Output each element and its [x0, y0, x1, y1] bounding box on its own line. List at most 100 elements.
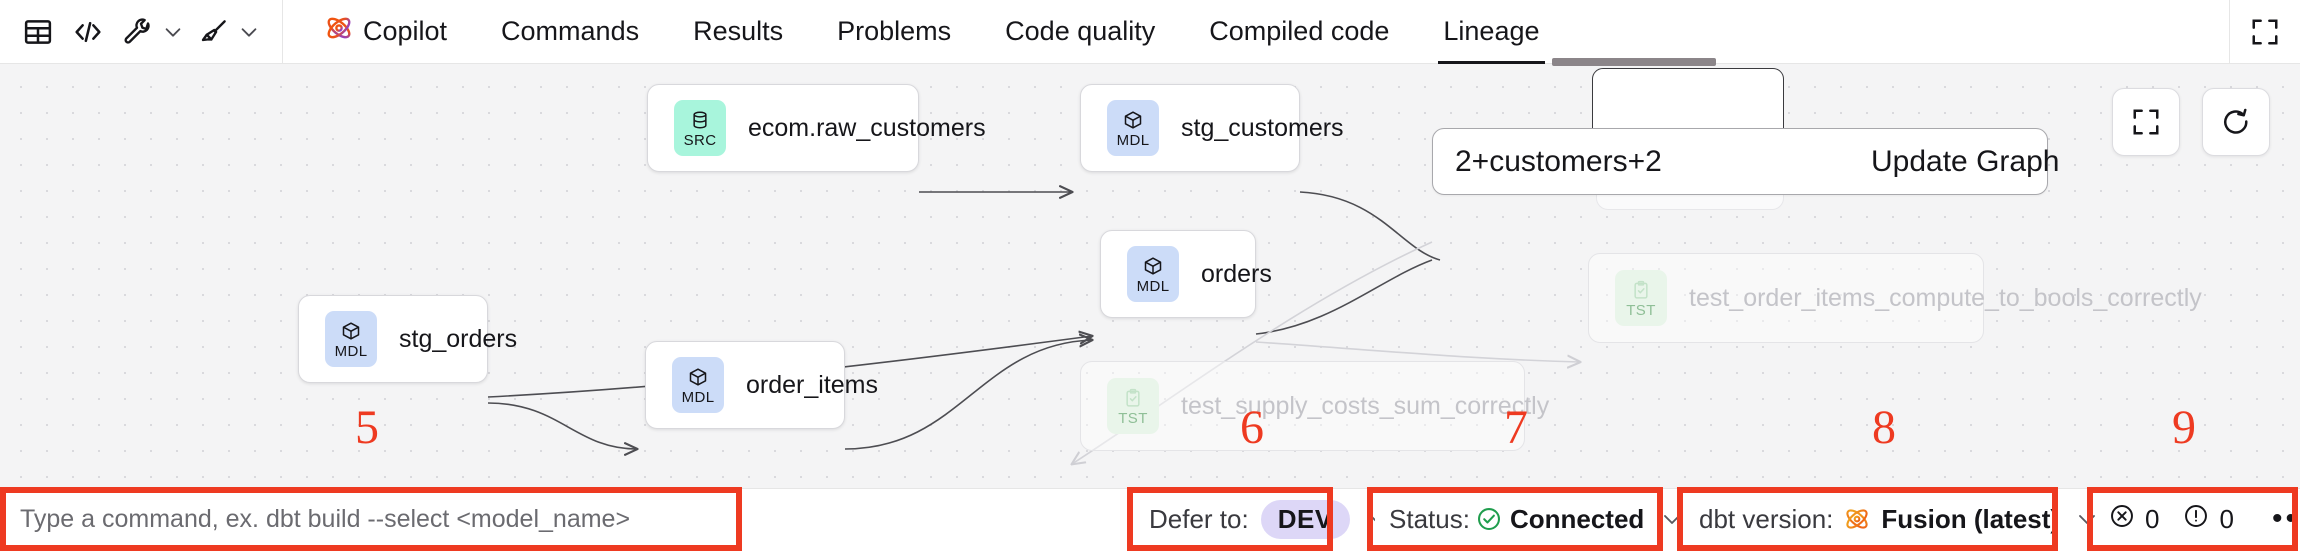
annotation-number-6: 6 [1240, 401, 1264, 454]
lineage-node-stg-orders[interactable]: MDL stg_orders [298, 295, 517, 383]
defer-to-inner: Defer to: DEV [1135, 494, 1404, 544]
defer-to-control[interactable]: Defer to: DEV [1135, 494, 1386, 544]
table-view-icon[interactable] [14, 8, 62, 56]
node-label: stg_customers [1181, 113, 1344, 142]
node-type-badge-src: SRC [674, 100, 726, 156]
lineage-edges [487, 64, 2300, 488]
wrench-icon[interactable] [114, 8, 162, 56]
annotation-number-7: 7 [1504, 401, 1528, 454]
node-type-label: MDL [1116, 132, 1150, 149]
tab-label: Commands [501, 16, 640, 46]
node-label: order_items [746, 370, 878, 399]
node-type-badge-mdl: MDL [325, 311, 377, 367]
toolbar-divider [282, 0, 283, 64]
dbt-version-inner: dbt version: Fusion (latest) [1685, 494, 2113, 544]
overlay-drag-handle[interactable] [1552, 58, 1716, 66]
tab-compiled-code[interactable]: Compiled code [1182, 0, 1416, 64]
node-type-label: TST [1626, 302, 1656, 319]
diagnostics-inner: 0 0 ••• [2095, 494, 2300, 544]
connection-status-control[interactable]: Status: Connected [1375, 494, 1681, 544]
lineage-node-stg-customers[interactable]: MDL stg_customers [1080, 84, 1344, 172]
warning-count: 0 [2219, 503, 2234, 534]
cube-icon [1123, 108, 1143, 132]
tab-label: Compiled code [1209, 16, 1390, 46]
dbt-version-label: dbt version: [1699, 503, 1834, 534]
tab-label: Copilot [363, 16, 448, 46]
tab-label: Problems [837, 16, 952, 46]
tab-label: Results [693, 16, 784, 46]
top-toolbar: Copilot Commands Results Problems Code q… [0, 0, 2300, 64]
tab-copilot[interactable]: Copilot [297, 0, 474, 64]
node-type-label: SRC [683, 132, 717, 149]
node-type-badge-mdl: MDL [1107, 100, 1159, 156]
node-label: stg_orders [399, 324, 518, 353]
node-label: test_supply_costs_sum_correctly [1181, 391, 1550, 420]
tab-commands[interactable]: Commands [474, 0, 666, 64]
command-input-wrapper [8, 494, 734, 544]
dbt-version-control[interactable]: dbt version: Fusion (latest) [1685, 494, 2096, 544]
tab-results[interactable]: Results [666, 0, 810, 64]
status-value: Connected [1509, 503, 1645, 534]
clipboard-check-icon [1123, 386, 1143, 410]
warning-count-group[interactable]: 0 [2183, 503, 2234, 536]
status-chevron-down-icon[interactable] [1660, 507, 1684, 531]
node-label: ecom.raw_customers [748, 113, 986, 142]
warning-circle-icon [2183, 503, 2209, 536]
editor-tool-icons [0, 0, 264, 64]
node-type-label: MDL [681, 389, 715, 406]
more-options-icon[interactable]: ••• [2271, 502, 2300, 535]
node-type-badge-mdl: MDL [672, 357, 724, 413]
toolbar-right-divider [2229, 0, 2230, 64]
copilot-atom-icon [324, 13, 354, 50]
node-type-label: MDL [1136, 278, 1170, 295]
lineage-node-order-items[interactable]: MDL order_items [645, 341, 878, 429]
update-graph-button[interactable]: Update Graph [1871, 144, 2060, 178]
cube-icon [1143, 254, 1163, 278]
node-type-badge-tst: TST [1615, 270, 1667, 326]
defer-to-label: Defer to: [1149, 503, 1249, 534]
code-icon[interactable] [64, 8, 112, 56]
tab-problems[interactable]: Problems [810, 0, 978, 64]
dbt-version-value: Fusion (latest) [1881, 503, 2060, 534]
tab-code-quality[interactable]: Code quality [978, 0, 1182, 64]
dbt-fusion-icon [1843, 505, 1871, 533]
node-type-badge-tst: TST [1107, 378, 1159, 434]
expand-panel-button[interactable] [2230, 0, 2300, 64]
cube-icon [688, 365, 708, 389]
lineage-node-test-supply-costs[interactable]: TST test_supply_costs_sum_correctly [1080, 361, 1549, 451]
fit-view-button[interactable] [2112, 88, 2180, 156]
node-type-label: MDL [334, 343, 368, 360]
wrench-chevron-icon[interactable] [158, 8, 188, 56]
error-circle-icon [2109, 503, 2135, 536]
error-count: 0 [2145, 503, 2160, 534]
command-input[interactable] [8, 494, 734, 544]
annotation-number-8: 8 [1872, 401, 1896, 454]
status-label: Status: [1389, 503, 1470, 534]
check-circle-icon [1476, 506, 1502, 532]
tab-label: Lineage [1443, 16, 1540, 46]
cube-icon [341, 319, 361, 343]
connection-status-inner: Status: Connected [1375, 494, 1698, 544]
graph-selector-input[interactable] [1433, 129, 1843, 194]
lineage-node-orders[interactable]: MDL orders [1100, 230, 1272, 318]
tab-label: Code quality [1005, 16, 1156, 46]
graph-selector-bar[interactable]: Update Graph [1432, 128, 2059, 195]
database-icon [690, 108, 710, 132]
node-label: test_order_items_compute_to_bools_correc… [1689, 283, 2202, 312]
defer-to-value: DEV [1260, 499, 1350, 539]
diagnostics-control[interactable]: 0 0 ••• [2095, 494, 2300, 544]
broom-chevron-icon[interactable] [234, 8, 264, 56]
annotation-number-9: 9 [2172, 401, 2196, 454]
panel-tabs: Copilot Commands Results Problems Code q… [297, 0, 2229, 64]
lineage-node-raw-customers[interactable]: SRC ecom.raw_customers [647, 84, 986, 172]
broom-icon[interactable] [190, 8, 238, 56]
clipboard-check-icon [1631, 278, 1651, 302]
node-label: orders [1201, 259, 1272, 288]
tab-lineage[interactable]: Lineage [1416, 0, 1566, 64]
lineage-node-test-order-items[interactable]: TST test_order_items_compute_to_bools_co… [1588, 253, 2202, 343]
refresh-graph-button[interactable] [2202, 88, 2270, 156]
toolbar-right-controls [2229, 0, 2300, 64]
error-count-group[interactable]: 0 [2109, 503, 2159, 536]
node-type-label: TST [1118, 410, 1148, 427]
